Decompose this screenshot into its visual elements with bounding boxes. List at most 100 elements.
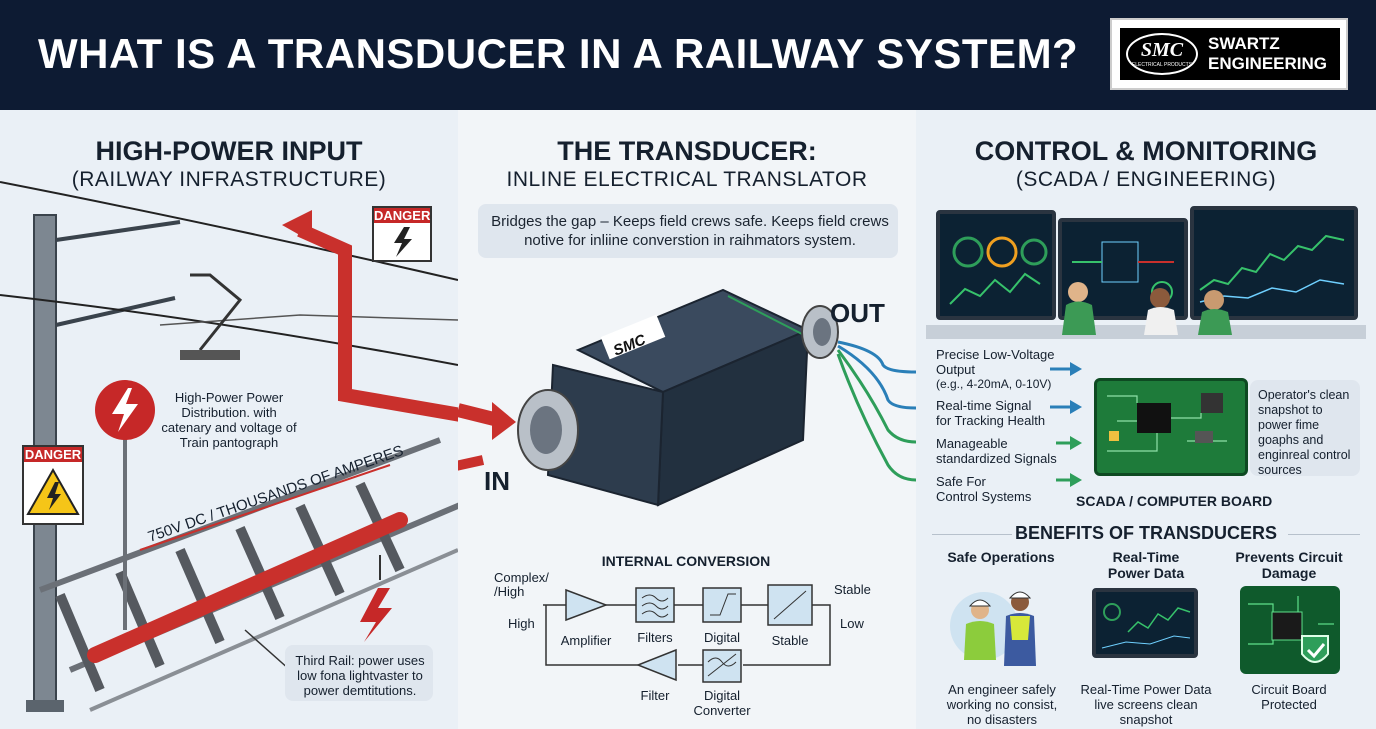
middle-section-subtitle: INLINE ELECTRICAL TRANSLATOR <box>506 168 868 191</box>
internal-conversion-diagram: INTERNAL CONVERSION Complex/ /High High … <box>494 553 871 718</box>
header-bar: WHAT IS A TRANSDUCER IN A RAILWAY SYSTEM… <box>0 0 1376 110</box>
warning-triangle-icon <box>26 467 80 515</box>
benefits-divider-left <box>932 534 1012 535</box>
danger-sign-top: DANGER <box>372 206 432 262</box>
third-rail-power-highlight <box>87 512 408 663</box>
conversion-input-mid: /High <box>494 584 524 599</box>
trend-graph-display <box>1199 234 1345 303</box>
pole-arm-upper <box>55 220 181 242</box>
block-label-digital-2: Digital <box>704 688 740 703</box>
distribution-note: High-Power Power Distribution. with cate… <box>161 390 297 450</box>
control-monitoring-panel: CONTROL & MONITORING (SCADA / ENGINEERIN… <box>916 110 1376 729</box>
benefits-title: BENEFITS OF TRANSDUCERS <box>1014 523 1277 543</box>
third-rail-leader-line <box>244 629 291 671</box>
pole-arm-lower <box>55 296 176 327</box>
block-label-filters: Filters <box>637 630 673 645</box>
power-arrow-head-top <box>282 210 312 242</box>
block-label-stable: Stable <box>772 633 809 648</box>
right-section-subtitle: (SCADA / ENGINEERING) <box>1015 168 1277 191</box>
output-item-1: Precise Low-Voltage Output (e.g., 4-20mA… <box>936 347 1086 392</box>
amplifier-block <box>565 588 609 622</box>
benefit-2-title-line2: Power Data <box>1107 565 1185 581</box>
conversion-title: INTERNAL CONVERSION <box>602 553 771 569</box>
danger-sign-label: DANGER <box>24 447 82 462</box>
third-rail-callout: Third Rail: power uses low fona lightvas… <box>285 645 433 701</box>
block-label-digital: Digital <box>704 630 740 645</box>
logo-background: SMC ELECTRICAL PRODUCTS SWARTZ ENGINEERI… <box>1120 28 1340 80</box>
benefit-3-title-line2: Damage <box>1261 565 1317 581</box>
operator-callout: Operator's clean snapshot to power fime … <box>1250 380 1360 477</box>
board-label: SCADA / COMPUTER BOARD <box>1076 493 1273 509</box>
device-accent-stripe <box>727 295 803 335</box>
return-arrow <box>458 455 485 471</box>
page-title: WHAT IS A TRANSDUCER IN A RAILWAY SYSTEM… <box>38 30 1079 77</box>
logo-mark-text: SMC <box>1140 39 1184 61</box>
lightning-icon <box>360 588 392 642</box>
output-connector-bore <box>813 318 831 346</box>
output-item-3: Manageable standardized Signals <box>936 436 1086 466</box>
company-logo: SMC ELECTRICAL PRODUCTS SWARTZ ENGINEERI… <box>1110 18 1348 90</box>
operator-note: Operator's clean snapshot to power fime … <box>1258 388 1351 477</box>
contact-wire <box>159 314 458 326</box>
conversion-output-top: Stable <box>834 582 871 597</box>
gauge-dashboard <box>949 236 1048 305</box>
third-rail-note: Third Rail: power uses low fona lightvas… <box>295 653 425 698</box>
logo-name-line1: SWARTZ <box>1208 34 1280 53</box>
protected-chip-icon <box>1240 586 1340 674</box>
pantograph <box>190 273 243 351</box>
output-4-line1: Safe For <box>936 474 986 489</box>
railway-infrastructure-illustration: 750V DC / THOUSANDS OF AMPERES <box>0 181 458 712</box>
pole-base <box>26 700 64 712</box>
conversion-input-bottom: High <box>508 616 535 631</box>
benefit-1-title: Safe Operations <box>947 549 1055 565</box>
logo-company-name: SWARTZ ENGINEERING <box>1208 34 1327 74</box>
bridge-callout: Bridges the gap – Keeps field crews safe… <box>478 204 898 258</box>
input-arrow-head <box>492 402 516 440</box>
output-item-4: Safe For Control Systems <box>936 474 1086 504</box>
left-section-title: HIGH-POWER INPUT <box>95 136 363 166</box>
live-data-chart <box>1101 603 1191 649</box>
output-1-line3: (e.g., 4-20mA, 0-10V) <box>936 377 1052 391</box>
pantograph-base <box>180 350 240 360</box>
logo-name-line2: ENGINEERING <box>1208 54 1328 73</box>
benefit-3-caption: Circuit Board Protected <box>1251 682 1327 712</box>
danger-sign-label: DANGER <box>374 208 431 223</box>
logo-mark-subtext: ELECTRICAL PRODUCTS <box>1131 62 1193 68</box>
benefit-3-title-line1: Prevents Circuit <box>1235 549 1343 565</box>
block-label-amplifier: Amplifier <box>561 633 612 648</box>
circuit-traces <box>1107 393 1227 452</box>
smc-logo-mark: SMC ELECTRICAL PRODUCTS <box>1126 33 1198 75</box>
catenary-wire-1 <box>0 181 458 281</box>
output-2-line2: for Tracking Health <box>936 413 1046 428</box>
benefit-1-caption: An engineer safely working no consist, n… <box>946 682 1058 727</box>
benefits-divider-right <box>1288 534 1360 535</box>
benefit-2-title-line1: Real-Time <box>1112 549 1180 565</box>
scada-circuit-board <box>1094 378 1248 476</box>
transducer-panel: THE TRANSDUCER: INLINE ELECTRICAL TRANSL… <box>458 110 916 729</box>
output-signal-wires <box>836 340 916 482</box>
check-shield-icon <box>1301 635 1329 663</box>
filter-block <box>635 648 677 682</box>
left-section-subtitle: (RAILWAY INFRASTRUCTURE) <box>71 168 387 191</box>
lightning-icon <box>394 227 412 257</box>
high-power-input-panel: 750V DC / THOUSANDS OF AMPERES HIGH-POWE… <box>0 110 458 729</box>
transducer-illustration: SMC OUT IN INTERNAL CONVERSION Complex/ … <box>458 288 916 718</box>
operators-illustration <box>926 282 1366 339</box>
power-flow-arrow-out <box>297 223 458 422</box>
power-data-screen-icon <box>1092 588 1198 658</box>
output-1-line1: Precise Low-Voltage <box>936 347 1055 362</box>
device-label-plate <box>600 314 666 360</box>
output-3-line2: standardized Signals <box>936 451 1057 466</box>
output-1-line2: Output <box>936 362 976 377</box>
output-3-line1: Manageable <box>936 436 1008 451</box>
block-label-converter: Converter <box>693 703 751 718</box>
in-label: IN <box>484 466 510 496</box>
benefit-2-caption: Real-Time Power Data live screens clean … <box>1080 682 1212 727</box>
input-connector-bore <box>530 406 562 454</box>
danger-sign-pole: DANGER <box>22 445 84 525</box>
middle-section-title: THE TRANSDUCER: <box>557 136 817 166</box>
digital-block <box>702 587 742 623</box>
catenary-wire-2 <box>0 294 458 366</box>
block-label-filter: Filter <box>641 688 671 703</box>
engineers-icon <box>950 591 1036 666</box>
